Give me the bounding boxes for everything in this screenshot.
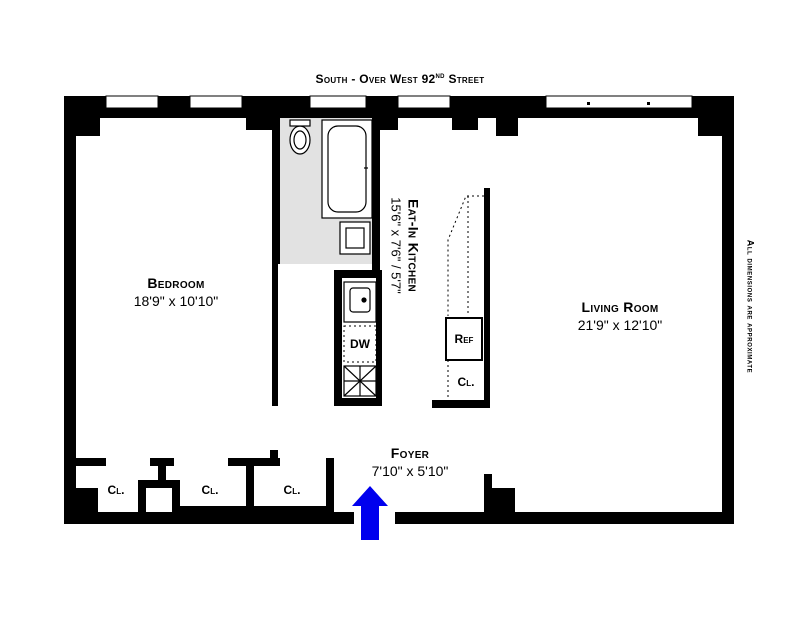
orientation-prefix: South - Over West 92	[315, 72, 436, 86]
room-dimensions: 7'10" x 5'10"	[371, 463, 449, 479]
dimensions-note-text: All dimensions are approximate	[745, 239, 756, 374]
living-room-label: Living Room 21'9" x 12'10"	[540, 300, 700, 332]
street-suffix: Street	[444, 72, 485, 86]
room-name: Bedroom	[147, 275, 205, 291]
foyer-label: Foyer 7'10" x 5'10"	[340, 446, 480, 478]
closet-label: Cl.	[283, 483, 301, 497]
room-name: Foyer	[390, 445, 430, 461]
room-dimensions: 21'9" x 12'10"	[577, 317, 663, 333]
walls	[64, 96, 734, 524]
stove-icon	[343, 365, 377, 397]
room-dimensions: 18'9" x 10'10"	[133, 293, 219, 309]
room-name: Eat-In Kitchen	[405, 198, 422, 293]
dishwasher-label: DW	[350, 337, 370, 351]
closet-label: Cl.	[107, 483, 125, 497]
entry-arrow-icon[interactable]	[352, 486, 388, 540]
closet-label: Cl.	[457, 375, 475, 389]
ordinal-suffix: nd	[435, 71, 445, 80]
refrigerator-box	[445, 317, 483, 361]
sink-icon	[339, 221, 371, 255]
bathtub-icon	[321, 119, 373, 219]
bedroom-label: Bedroom 18'9" x 10'10"	[96, 276, 256, 308]
dimensions-note: All dimensions are approximate	[745, 197, 756, 417]
closet-label: Cl.	[201, 483, 219, 497]
refrigerator-label: Ref	[454, 332, 474, 346]
windows	[105, 95, 693, 109]
room-dimensions: 15'6" x 7'6" / 5'7"	[388, 197, 404, 294]
street-orientation-label: South - Over West 92nd Street	[0, 71, 800, 86]
dishwasher-box	[343, 325, 377, 363]
kitchen-counter	[447, 195, 484, 400]
room-name: Living Room	[581, 299, 659, 315]
kitchen-label: Eat-In Kitchen 15'6" x 7'6" / 5'7"	[388, 146, 422, 346]
toilet-icon	[289, 119, 311, 155]
sink-icon	[343, 281, 377, 323]
